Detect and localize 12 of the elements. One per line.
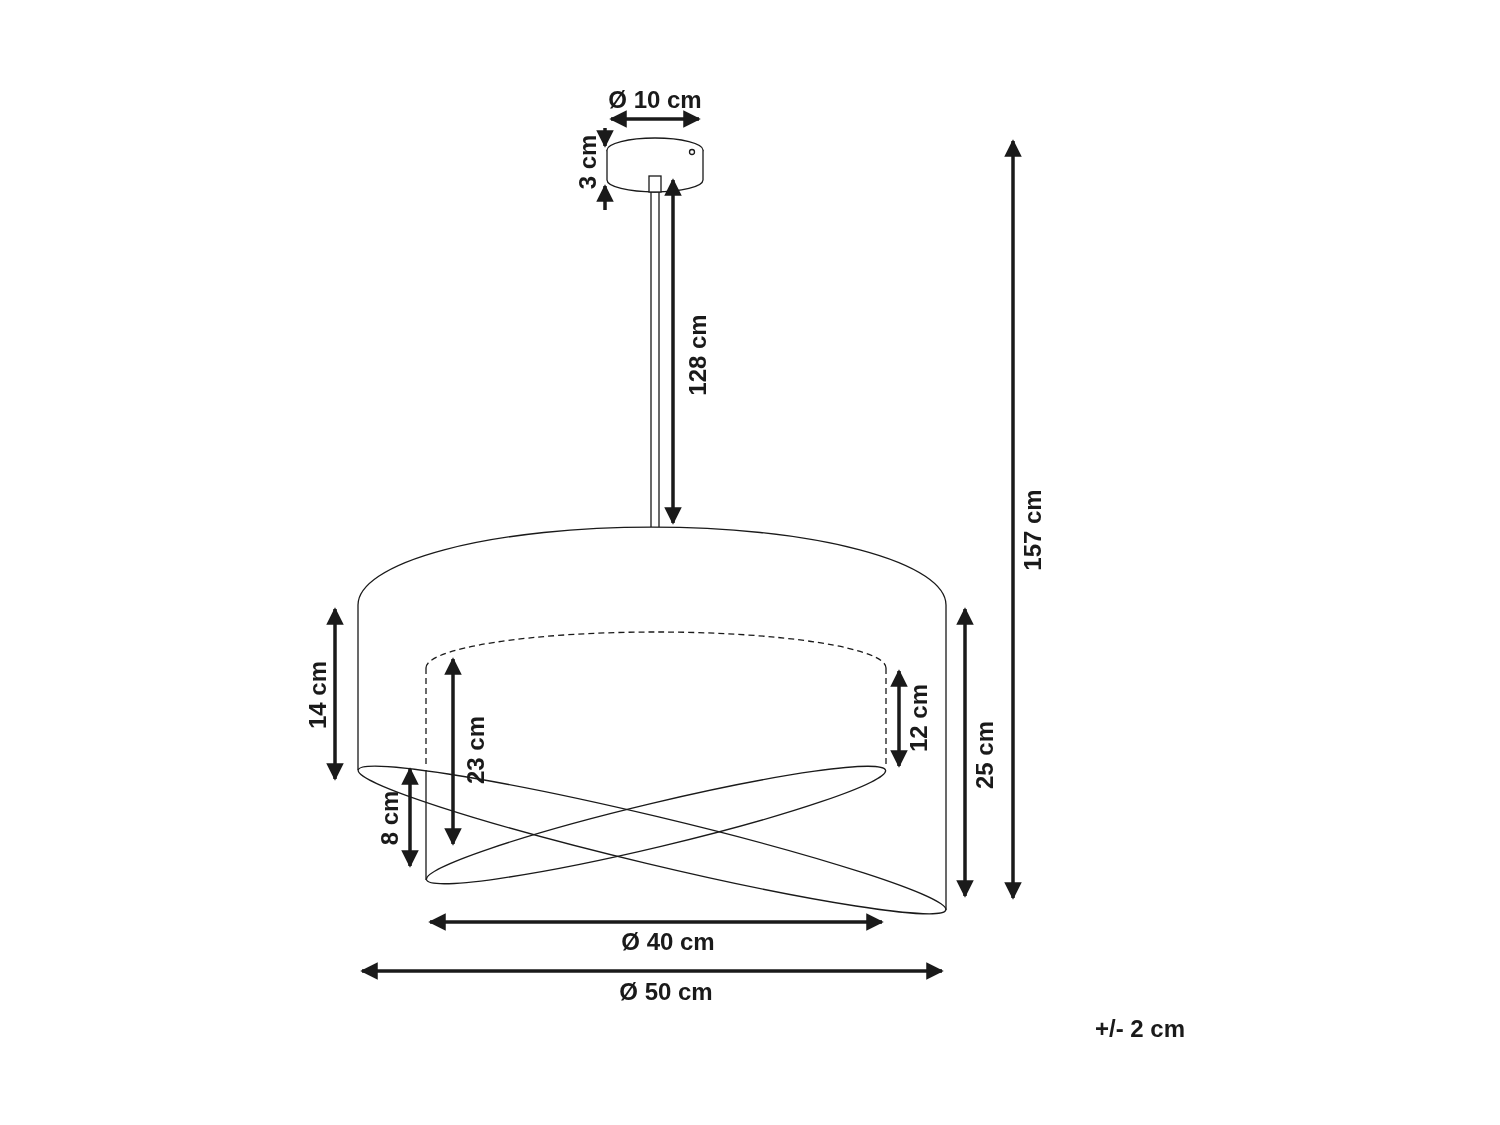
- dimension-label: 25 cm: [973, 720, 997, 790]
- dimension-label: 157 cm: [1021, 489, 1045, 571]
- dimension-label: Ø 40 cm: [621, 930, 715, 954]
- dimension-label: 14 cm: [306, 660, 330, 730]
- dimension-label: 23 cm: [464, 715, 488, 785]
- dimension-label: 3 cm: [576, 134, 600, 190]
- tolerance-note: +/- 2 cm: [1095, 1017, 1185, 1041]
- dimension-label: 128 cm: [686, 314, 710, 396]
- dimension-label: Ø 10 cm: [608, 88, 702, 112]
- dimension-label: 8 cm: [378, 790, 402, 846]
- dimension-label: 12 cm: [907, 683, 931, 753]
- dimension-label: Ø 50 cm: [619, 980, 713, 1004]
